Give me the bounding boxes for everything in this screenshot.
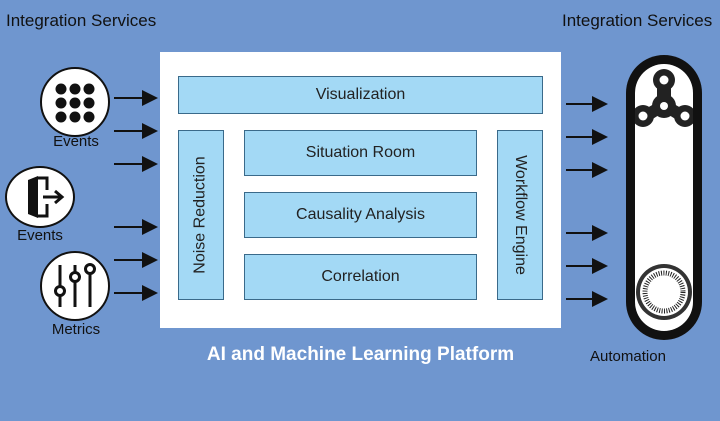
automation-label: Automation xyxy=(590,348,666,365)
correlation-module: Correlation xyxy=(244,254,477,300)
workflow-engine-label: Workflow Engine xyxy=(512,155,530,275)
visualization-module: Visualization xyxy=(178,76,543,114)
source-label-metrics: Metrics xyxy=(51,321,101,338)
automation-device xyxy=(626,55,702,340)
platform-title: AI and Machine Learning Platform xyxy=(206,344,515,365)
workflow-engine-module: Workflow Engine xyxy=(497,130,543,300)
door-exit-icon xyxy=(5,166,75,228)
noise-reduction-module: Noise Reduction xyxy=(178,130,224,300)
fidget-spinner-icon xyxy=(635,69,693,127)
situation-room-module: Situation Room xyxy=(244,130,477,176)
dial-knob-icon xyxy=(636,264,692,320)
left-header: Integration Services xyxy=(6,11,157,30)
sliders-icon xyxy=(40,251,110,321)
causality-analysis-module: Causality Analysis xyxy=(244,192,477,238)
source-label-events-2: Events xyxy=(17,227,63,244)
source-label-events-1: Events xyxy=(53,133,99,150)
grid-dots-icon xyxy=(40,67,110,137)
platform-panel: Visualization Noise Reduction Situation … xyxy=(160,52,561,328)
right-header: Integration Services xyxy=(562,11,713,30)
noise-reduction-label: Noise Reduction xyxy=(192,156,209,274)
